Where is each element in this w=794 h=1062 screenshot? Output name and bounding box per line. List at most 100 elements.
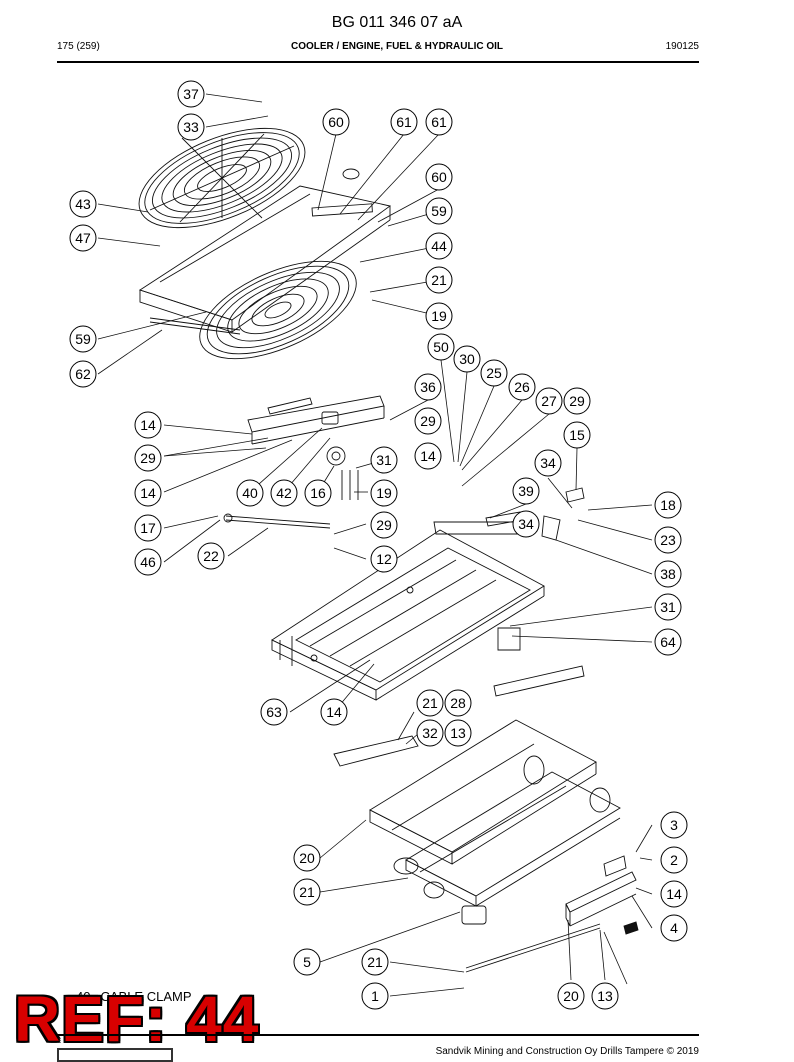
callout-34: 34 (512, 510, 540, 538)
callout-14: 14 (660, 880, 688, 908)
callout-46: 46 (134, 548, 162, 576)
callout-circle (425, 197, 453, 225)
lower-fan-drawing (199, 260, 357, 360)
callout-circle (480, 359, 508, 387)
callout-label: 14 (666, 886, 682, 902)
callout-label: 46 (140, 554, 156, 570)
callout-circle (260, 698, 288, 726)
callout-14: 14 (320, 698, 348, 726)
callout-circle (660, 914, 688, 942)
lower-mount-drawing (465, 855, 639, 973)
callout-label: 59 (431, 203, 447, 219)
callout-circle (563, 421, 591, 449)
callout-42: 42 (270, 479, 298, 507)
callout-20: 20 (293, 844, 321, 872)
callout-circle (236, 479, 264, 507)
callout-20: 20 (557, 982, 585, 1010)
callout-28: 28 (444, 689, 472, 717)
callout-circle (660, 846, 688, 874)
callout-17: 17 (134, 514, 162, 542)
callout-label: 4 (670, 920, 678, 936)
callout-circle (654, 526, 682, 554)
callout-21: 21 (293, 878, 321, 906)
callout-circle (414, 407, 442, 435)
callout-label: 12 (376, 551, 392, 567)
callout-label: 17 (140, 520, 156, 536)
legend-item-text: CABLE CLAMP (100, 989, 192, 1004)
callout-circle (69, 325, 97, 353)
callout-label: 29 (420, 413, 436, 429)
callout-circle (512, 477, 540, 505)
callout-circle (69, 190, 97, 218)
callout-circle (425, 108, 453, 136)
callout-circle (660, 880, 688, 908)
callout-circle (304, 479, 332, 507)
callout-circle (293, 948, 321, 976)
callout-38: 38 (654, 560, 682, 588)
callout-23: 23 (654, 526, 682, 554)
upper-fan-drawing (138, 127, 306, 229)
callout-label: 31 (660, 599, 676, 615)
callout-label: 62 (75, 366, 91, 382)
callout-13: 13 (591, 982, 619, 1010)
callout-circle (69, 224, 97, 252)
callout-circle (654, 628, 682, 656)
callout-label: 16 (310, 485, 326, 501)
callout-circle (361, 982, 389, 1010)
callout-62: 62 (69, 360, 97, 388)
section-title: COOLER / ENGINE, FUEL & HYDRAULIC OIL (290, 41, 504, 52)
callout-31: 31 (654, 593, 682, 621)
callout-label: 23 (660, 532, 676, 548)
callout-60: 60 (322, 108, 350, 136)
callout-21: 21 (361, 948, 389, 976)
callout-circle (370, 446, 398, 474)
cooler-core-drawing (369, 719, 621, 925)
callout-59: 59 (425, 197, 453, 225)
callout-circle (453, 345, 481, 373)
callout-label: 21 (299, 884, 315, 900)
callout-circle (293, 844, 321, 872)
callout-label: 64 (660, 634, 676, 650)
ref-stamp: REF: 44 (14, 983, 260, 1055)
callout-circle (512, 510, 540, 538)
callout-label: 47 (75, 230, 91, 246)
callout-18: 18 (654, 491, 682, 519)
callout-47: 47 (69, 224, 97, 252)
callout-21: 21 (425, 266, 453, 294)
callout-40: 40 (236, 479, 264, 507)
callout-circle (654, 560, 682, 588)
callout-14: 14 (134, 411, 162, 439)
callout-14: 14 (414, 442, 442, 470)
callout-circle (654, 593, 682, 621)
callout-circle (197, 542, 225, 570)
callout-circle (134, 514, 162, 542)
callout-circle (361, 948, 389, 976)
callout-circle (425, 163, 453, 191)
callout-circle (660, 811, 688, 839)
callout-16: 16 (304, 479, 332, 507)
callout-circle (425, 232, 453, 260)
callout-label: 14 (140, 485, 156, 501)
callout-circle (134, 479, 162, 507)
callout-label: 34 (518, 516, 534, 532)
callout-circle (69, 360, 97, 388)
callout-circle (416, 689, 444, 717)
copyright-footer: Sandvik Mining and Construction Oy Drill… (435, 1046, 699, 1057)
callout-label: 38 (660, 566, 676, 582)
callout-4: 4 (660, 914, 688, 942)
callout-25: 25 (480, 359, 508, 387)
callout-29: 29 (414, 407, 442, 435)
callout-circle (293, 878, 321, 906)
callout-label: 31 (376, 452, 392, 468)
header-rule (57, 61, 699, 63)
callout-27: 27 (535, 387, 563, 415)
callout-60: 60 (425, 163, 453, 191)
fan-housing-drawing (138, 168, 392, 335)
callout-21: 21 (416, 689, 444, 717)
callout-circle (414, 373, 442, 401)
callout-label: 2 (670, 852, 678, 868)
callout-circle (591, 982, 619, 1010)
callout-label: 43 (75, 196, 91, 212)
callout-label: 63 (266, 704, 282, 720)
